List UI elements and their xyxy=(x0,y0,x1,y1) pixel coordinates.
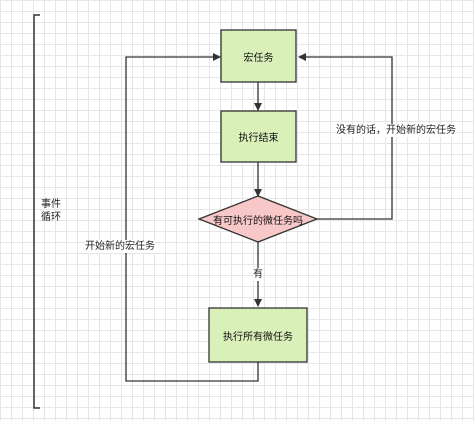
event-loop-bracket xyxy=(33,14,40,409)
node-exec-done-box xyxy=(220,110,297,163)
yes-branch-label: 有 xyxy=(253,268,263,281)
left-loop-label: 开始新的宏任务 xyxy=(85,240,155,253)
node-exec-done-label: 执行结束 xyxy=(238,133,279,144)
node-exec-micro-box xyxy=(208,307,308,363)
node-decision-label: 有可执行的微任务吗 xyxy=(213,215,303,227)
node-decision-diamond xyxy=(197,195,319,243)
node-macro-task-label: 宏任务 xyxy=(243,52,274,64)
arrow-no-branch xyxy=(298,53,393,220)
no-branch-label: 没有的话，开始新的宏任务 xyxy=(336,124,456,137)
event-loop-label-line1: 事件 xyxy=(41,199,61,210)
arrow-left-loop xyxy=(125,53,259,382)
node-exec-micro-label: 执行所有微任务 xyxy=(223,331,293,343)
event-loop-label-line2: 循环 xyxy=(41,212,61,223)
node-macro-task-box xyxy=(220,29,297,83)
